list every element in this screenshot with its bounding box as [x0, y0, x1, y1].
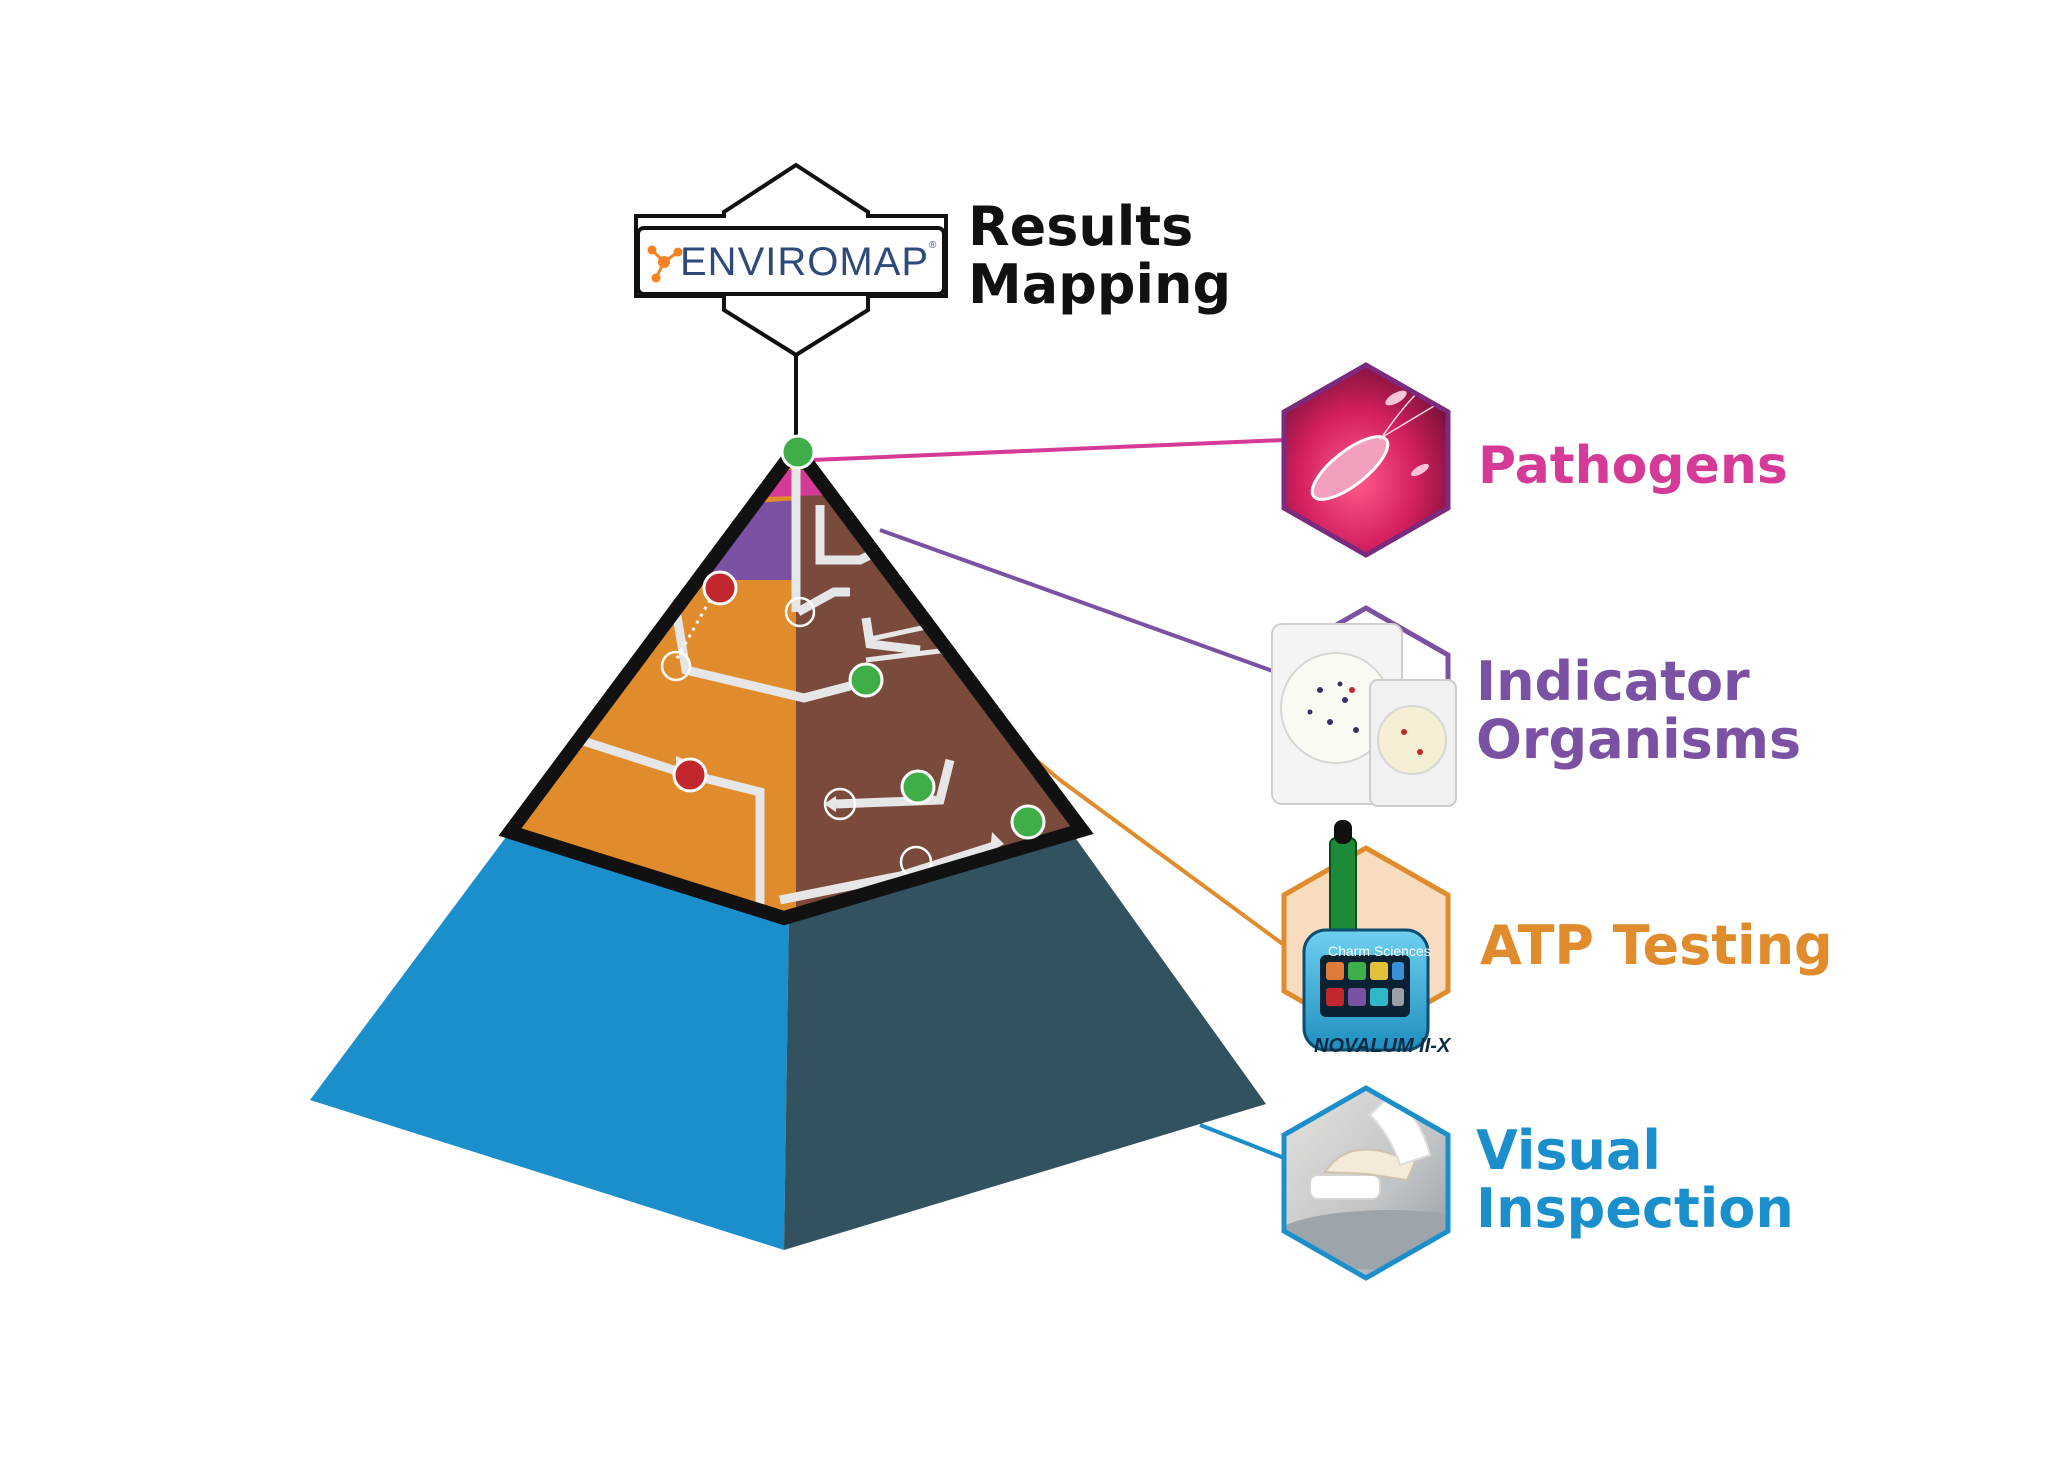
node-green: [848, 662, 884, 698]
connector-indicator: [879, 528, 1285, 677]
logo-name: ENVIROMAP: [680, 240, 930, 284]
logo-reg-mark: ®: [929, 240, 938, 251]
label-visual-inspection: Visual Inspection: [1476, 1119, 1794, 1241]
node-red: [702, 570, 738, 606]
atp-luminometer-icon: [1302, 820, 1430, 1052]
visual-hexagon: [1281, 1085, 1451, 1281]
pyramid-top: [498, 434, 1094, 926]
node-green: [1010, 804, 1046, 840]
device-brand-text: Charm Sciences: [1328, 943, 1431, 959]
logo-frame: [636, 226, 946, 296]
molecule-icon: [647, 245, 683, 283]
hollow-node: [660, 650, 692, 682]
node-green: [900, 769, 936, 805]
label-line: Inspection: [1476, 1177, 1794, 1241]
label-atp-testing: ATP Testing: [1480, 914, 1833, 977]
label-line: Indicator: [1476, 650, 1750, 713]
label-line: Mapping: [968, 253, 1232, 317]
label-pathogens: Pathogens: [1478, 438, 1788, 494]
label-results-mapping: Results Mapping: [968, 195, 1232, 317]
pathogens-hexagon: [1281, 362, 1451, 558]
enviromap-badge: [634, 162, 948, 358]
hollow-node: [784, 596, 816, 628]
pyramid-top-outline: [498, 436, 1094, 926]
connector-pathogens: [811, 438, 1285, 462]
label-line: Pathogens: [1478, 436, 1788, 496]
enviromap-logo-text: ENVIROMAP®: [680, 240, 940, 285]
device-model-text: NOVALUM II-X: [1314, 1035, 1451, 1057]
atp-hexagon: [1281, 820, 1451, 1052]
petri-dish-icon: [1271, 623, 1457, 807]
circuit-paths: [578, 460, 996, 918]
arrow-head: [990, 832, 1004, 852]
connector-visual: [1199, 1123, 1285, 1160]
label-line: Visual: [1476, 1119, 1661, 1182]
label-line: Organisms: [1476, 708, 1802, 772]
label-line: Results: [968, 195, 1194, 258]
node-red: [672, 757, 708, 793]
label-line: ATP Testing: [1480, 914, 1833, 977]
node-green-apex: [780, 434, 816, 470]
arrow-head: [824, 796, 836, 812]
indicator-hexagon: [1271, 605, 1457, 807]
label-indicator-organisms: Indicator Organisms: [1476, 650, 1802, 772]
